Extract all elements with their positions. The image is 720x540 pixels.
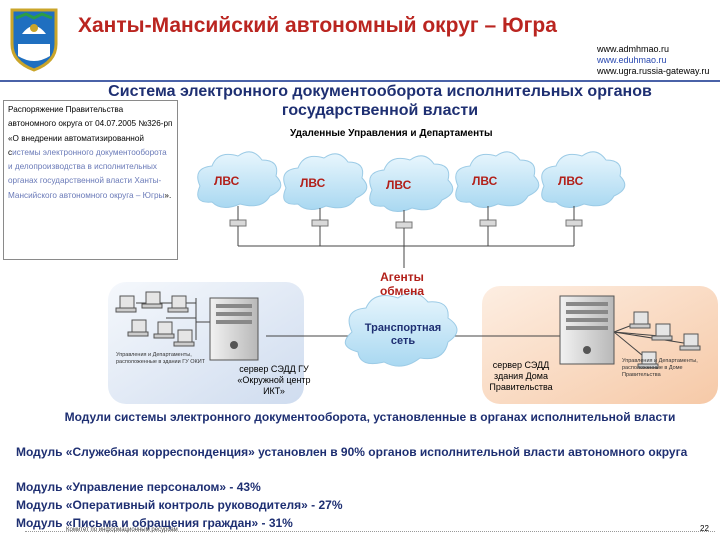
workstation-icon [651,323,673,341]
workstation-icon [153,321,175,339]
cloud-icon [283,153,368,210]
lan-label: ЛВС [386,178,412,192]
left-zone-caption: Управления и Департаменты, расположенные… [116,352,206,365]
agents-label: Агенты обмена [379,270,425,298]
link-eduhmao[interactable]: www.eduhmao.ru [597,55,667,65]
workstation-icon [637,351,659,369]
header-divider [0,80,720,82]
workstation-icon [173,329,195,347]
cloud-icon [369,155,454,212]
server-icon [209,297,259,361]
lan-label: ЛВС [472,174,498,188]
cloud-icon [541,151,626,208]
header-links: www.admhmao.ru www.eduhmao.ru www.ugra.r… [597,44,709,77]
right-zone-caption: Управления и Департаменты, расположенные… [622,358,698,378]
hub-icon [479,219,497,227]
left-server-label: сервер СЭДД ГУ «Окружной центр ИКТ» [237,364,311,396]
transport-label: Транспортная сеть [364,322,442,347]
module-item: Модуль «Управление персоналом» - 43% [16,480,261,494]
header-bar [0,0,720,82]
link-ugra[interactable]: www.ugra.russia-gateway.ru [597,66,710,76]
slide-subtitle: Система электронного документооборота ис… [108,83,652,119]
cloud-icon [455,151,540,208]
workstation-icon [115,295,137,313]
footer-org: Комитет по информационным ресурсам [66,527,178,533]
workstation-icon [679,333,701,351]
right-server-label: сервер СЭДД здания Дома Правительства [489,360,553,392]
modules-title: Модули системы электронного документообо… [64,410,676,424]
footer-divider [25,531,715,533]
workstation-icon [167,295,189,313]
page-title: Ханты-Мансийский автономный округ – Югра [78,14,557,37]
workstation-icon [141,291,163,309]
cloud-icon [344,292,458,367]
decree-note: Распоряжение Правительства автономного о… [3,100,178,260]
link-admhmao[interactable]: www.admhmao.ru [597,44,670,54]
module-item: Модуль «Служебная корреспонденция» устан… [16,445,688,459]
module-item: Модуль «Письма и обращения граждан» - 31… [16,516,293,530]
decree-note-text: Распоряжение Правительства автономного о… [8,105,173,157]
page-number: 22 [700,524,709,533]
lan-label: ЛВС [558,174,584,188]
coat-of-arms-icon [10,8,58,72]
lan-label: ЛВС [214,174,240,188]
hub-icon [395,221,413,229]
workstation-icon [629,311,651,329]
hub-icon [565,219,583,227]
hub-icon [229,219,247,227]
hub-icon [311,219,329,227]
lan-label: ЛВС [300,176,326,190]
departments-label: Удаленные Управления и Департаменты [290,128,493,139]
decree-note-link[interactable]: истемы электронного документооборота и д… [8,147,167,200]
module-item: Модуль «Оперативный контроль руководител… [16,498,343,512]
cloud-icon [197,151,282,208]
workstation-icon [127,319,149,337]
decree-note-tail: ». [164,190,172,200]
server-icon [559,295,615,365]
